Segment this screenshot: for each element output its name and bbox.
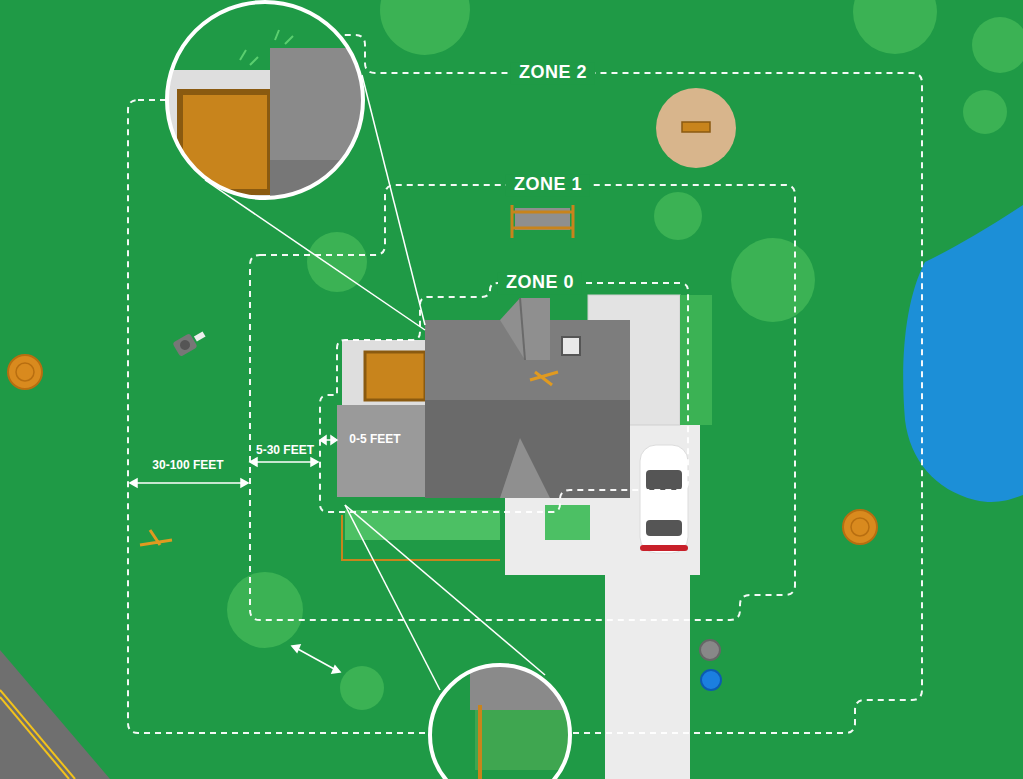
zone-label: ZONE 1 xyxy=(506,174,590,196)
zone-label: ZONE 0 xyxy=(498,272,582,294)
distance-label: 30-100 FEET xyxy=(150,458,225,473)
distance-label: 5-30 FEET xyxy=(254,443,316,458)
zone-label: ZONE 2 xyxy=(511,62,595,84)
distance-label: 0-5 FEET xyxy=(347,432,402,447)
